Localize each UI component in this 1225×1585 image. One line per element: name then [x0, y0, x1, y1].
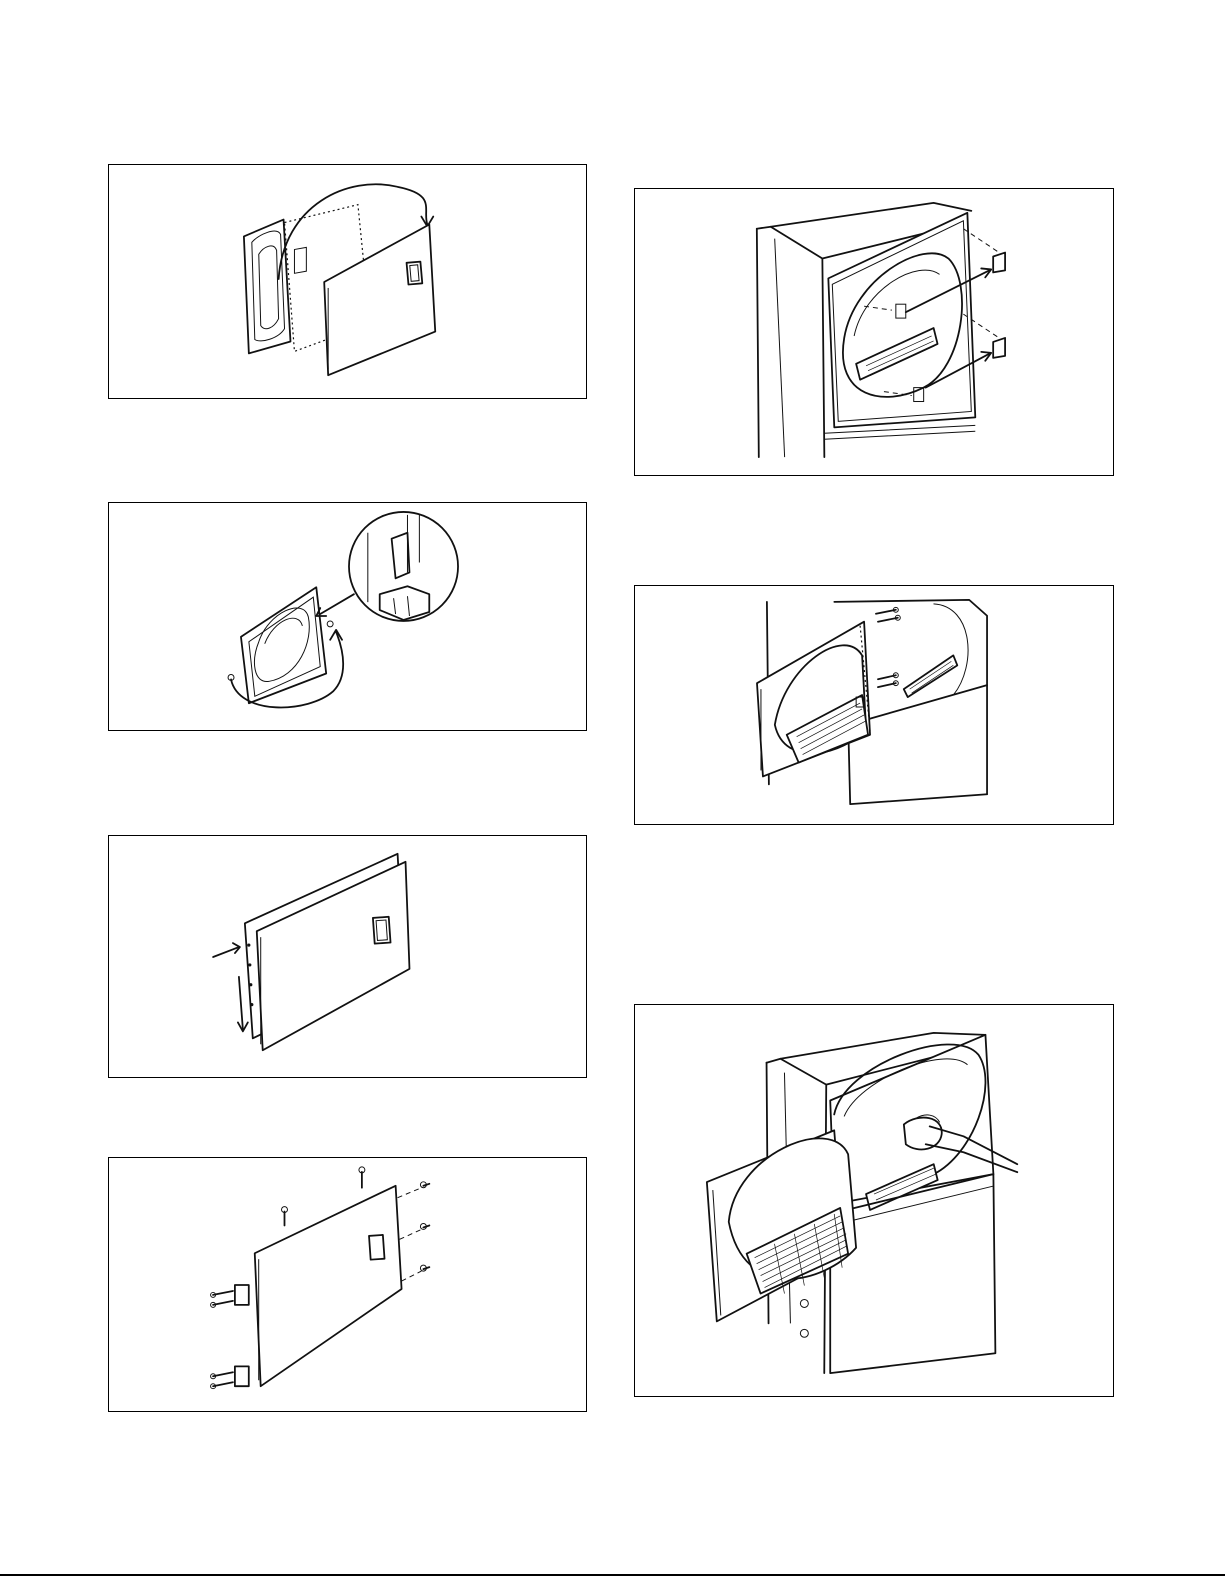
figure-door-mounted — [634, 585, 1114, 825]
figure-door-panel-reverse — [108, 164, 587, 399]
strike-plate-icon — [635, 189, 1113, 475]
door-mounted-icon — [635, 586, 1113, 824]
figure-strike-plate — [634, 188, 1114, 476]
figure-door-screws — [108, 1157, 587, 1412]
footer-rule — [0, 1574, 1225, 1576]
door-panel-slide-icon — [109, 836, 586, 1077]
figure-door-panel-slide — [108, 835, 587, 1078]
hinge-relocation-icon — [109, 503, 586, 730]
door-cleaning-icon — [635, 1005, 1113, 1396]
door-screws-icon — [109, 1158, 586, 1411]
figure-hinge-relocation — [108, 502, 587, 731]
figure-door-cleaning — [634, 1004, 1114, 1397]
door-panel-reverse-icon — [109, 165, 586, 398]
